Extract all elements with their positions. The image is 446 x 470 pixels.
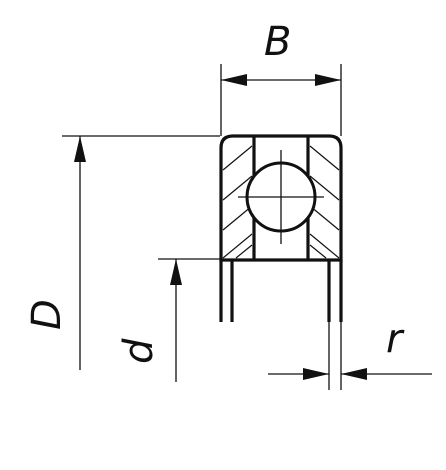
hatching-left [222,145,253,259]
label-d-outer: D [24,299,70,330]
arrowhead-r-right [341,368,367,380]
arrowhead-d-bore [170,259,182,285]
arrowhead-r-left [303,368,329,380]
label-r: r [386,316,405,362]
dimension-r: r [268,316,432,390]
bearing-outline [219,134,343,262]
dimension-b: B [220,19,342,136]
label-d-bore: d [116,338,162,364]
arrowhead-b-right [315,74,341,86]
arrowhead-d-outer [74,136,86,162]
label-b: B [264,19,291,65]
arrowhead-b-left [221,74,247,86]
dimension-d-outer: D [24,135,220,370]
hatching-right [309,145,340,259]
dimension-d-bore: d [116,258,222,382]
bearing-cross-section [219,134,343,322]
